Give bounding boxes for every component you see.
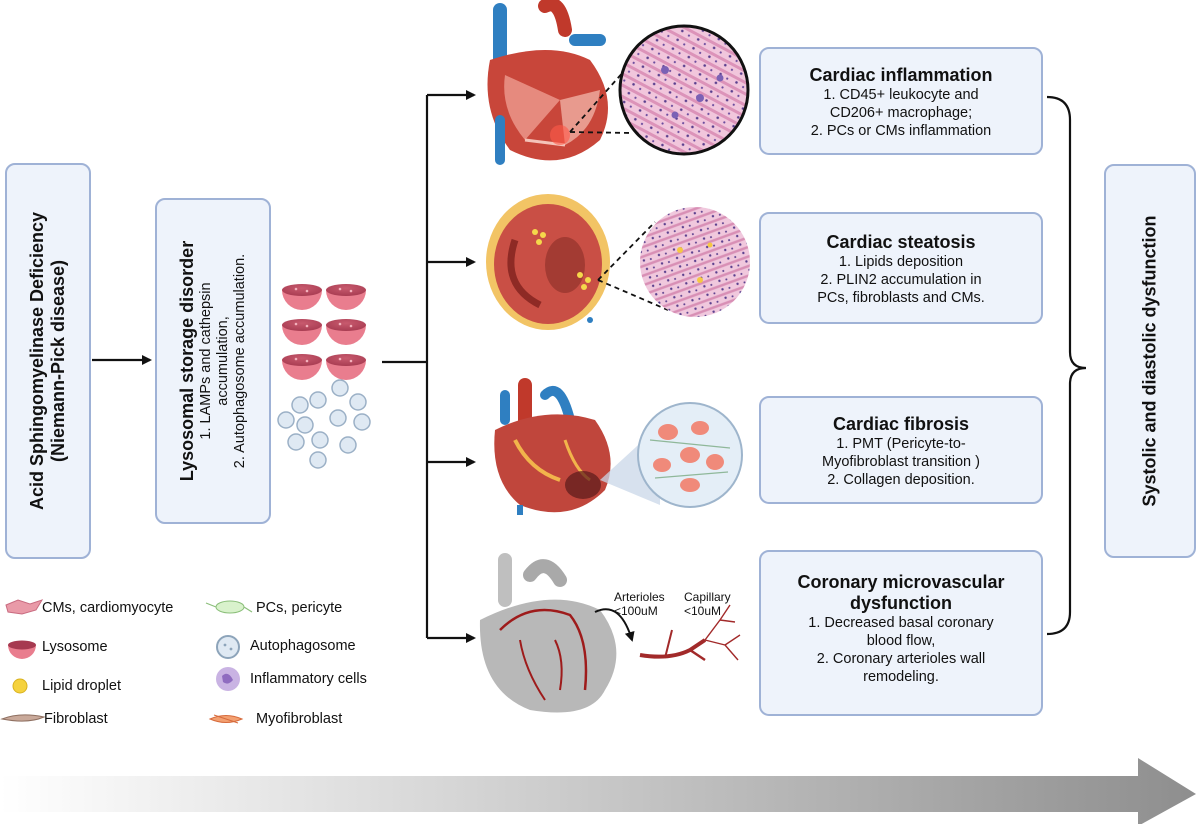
capillary-label: Capillary <10uM	[684, 590, 731, 618]
legend-autophagosome: Autophagosome	[250, 638, 356, 654]
pericyte-icon	[205, 600, 253, 614]
outcome-line: CD206+ macrophage;	[829, 105, 973, 121]
heart-fibrosis-image	[494, 378, 611, 515]
arteriole-capillary-image	[639, 604, 741, 662]
capillary-size: <10uM	[684, 604, 722, 618]
lysosomal-item-2: 2. Autophagosome accumulation.	[232, 253, 248, 469]
arterioles-size: <100uM	[614, 604, 658, 618]
lysosomal-disorder-box: Lysosomal storage disorder 1. LAMPs and …	[155, 198, 271, 524]
steatosis-histology-image	[640, 207, 750, 317]
outcome-line: 2. PLIN2 accumulation in	[820, 272, 982, 288]
outcome-line: 1. Lipids deposition	[838, 254, 964, 270]
outcome-cardiac-inflammation: Cardiac inflammation 1. CD45+ leukocyte …	[759, 47, 1043, 155]
legend-cardiomyocyte: CMs, cardiomyocyte	[42, 600, 174, 616]
heart-cross-section-image	[487, 0, 608, 165]
outcome-line: Myofibroblast transition )	[822, 454, 980, 470]
progress-arrow	[0, 758, 1196, 824]
arterioles-label: Arterioles <100uM	[614, 590, 665, 618]
final-outcome-title: Systolic and diastolic dysfunction	[1139, 215, 1160, 507]
outcome-line: 1. CD45+ leukocyte and	[823, 87, 979, 103]
outcome-line: 1. Decreased basal coronary	[808, 615, 994, 631]
outcome-line: 2. Coronary arterioles wall	[816, 651, 986, 667]
lysosomal-disorder-title: Lysosomal storage disorder	[177, 240, 197, 482]
inflammatory-cell-icon	[216, 667, 240, 691]
legend-lysosome: Lysosome	[42, 639, 108, 655]
outcome-line: 2. Collagen deposition.	[827, 472, 975, 488]
outcome-title: Coronary microvascular	[797, 572, 1005, 592]
myofibroblast-icon	[208, 714, 244, 724]
outcome-cardiac-fibrosis: Cardiac fibrosis 1. PMT (Pericyte-to- My…	[759, 396, 1043, 504]
lysosome-cluster	[282, 284, 366, 380]
outcome-line: PCs, fibroblasts and CMs.	[817, 290, 985, 306]
outcome-line: remodeling.	[863, 669, 939, 685]
main-condition-title: Acid Sphingomyelinase Deficiency	[27, 211, 47, 511]
autophagosome-cluster	[277, 379, 371, 469]
final-outcome-box: Systolic and diastolic dysfunction	[1104, 164, 1196, 558]
arterioles-name: Arterioles	[614, 590, 665, 604]
legend-lipid-droplet: Lipid droplet	[42, 678, 121, 694]
heart-coronary-image	[479, 553, 617, 713]
outcome-cardiac-steatosis: Cardiac steatosis 1. Lipids deposition 2…	[759, 212, 1043, 324]
outcome-coronary-microvascular: Coronary microvascular dysfunction 1. De…	[759, 550, 1043, 716]
outcome-line: blood flow,	[866, 633, 936, 649]
heart-steatosis-image	[486, 194, 610, 330]
inflammation-histology-image	[618, 24, 750, 156]
fibroblast-icon	[0, 714, 46, 722]
main-condition-box: Acid Sphingomyelinase Deficiency (Nieman…	[5, 163, 91, 559]
outcome-title: Cardiac inflammation	[809, 65, 993, 85]
lysosomal-item-1: 1. LAMPs and cathepsin	[198, 282, 214, 440]
capillary-name: Capillary	[684, 590, 731, 604]
lysosome-icon	[8, 640, 36, 659]
outcome-title: Cardiac fibrosis	[832, 414, 970, 434]
cardiomyocyte-icon	[5, 599, 44, 615]
main-condition-subtitle: (Niemann-Pick disease)	[48, 259, 68, 463]
outcome-title: dysfunction	[850, 593, 952, 613]
legend-pericyte: PCs, pericyte	[256, 600, 343, 616]
fibrosis-histology-image	[637, 402, 743, 508]
lysosomal-item-1-cont: accumulation,	[215, 316, 231, 406]
legend-inflammatory: Inflammatory cells	[250, 671, 367, 687]
curly-brace	[1046, 95, 1087, 636]
outcome-line: 2. PCs or CMs inflammation	[810, 123, 992, 139]
autophagosome-icon	[216, 635, 240, 659]
legend-fibroblast: Fibroblast	[44, 711, 108, 727]
outcome-title: Cardiac steatosis	[826, 232, 976, 252]
outcome-line: 1. PMT (Pericyte-to-	[836, 436, 966, 452]
lipid-droplet-icon	[12, 678, 28, 694]
legend-myofibroblast: Myofibroblast	[256, 711, 343, 727]
